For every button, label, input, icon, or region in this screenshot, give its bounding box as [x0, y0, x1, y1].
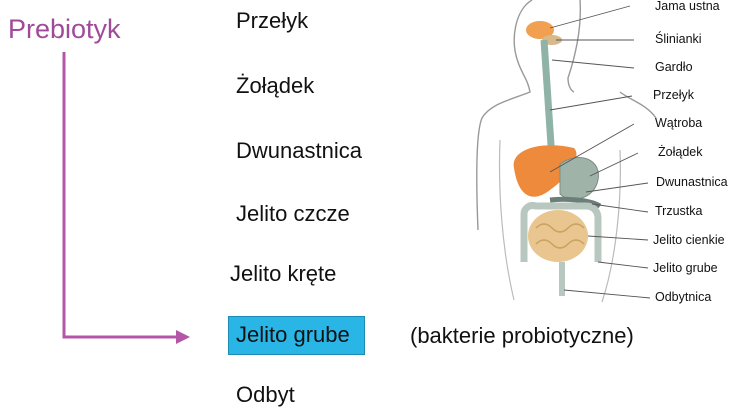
anatomy-label-watroba: Wątroba: [655, 116, 702, 130]
stage-dwunastnica: Dwunastnica: [236, 138, 362, 164]
anatomy-label-jelito-cienkie: Jelito cienkie: [653, 233, 725, 247]
anatomy-label-zoladek: Żołądek: [658, 145, 702, 159]
stage-przelyk: Przełyk: [236, 8, 308, 34]
probiotic-bacteria-note: (bakterie probiotyczne): [410, 323, 634, 349]
anatomy-label-trzustka: Trzustka: [655, 204, 702, 218]
anatomy-label-gardlo: Gardło: [655, 60, 693, 74]
stage-zoladek: Żołądek: [236, 73, 314, 99]
stage-jelito-krete: Jelito kręte: [230, 261, 336, 287]
anatomy-label-odbytnica: Odbytnica: [655, 290, 711, 304]
anatomy-label-slinianki: Ślinianki: [655, 32, 702, 46]
anatomy-label-przelyk: Przełyk: [653, 88, 694, 102]
arrow-head-icon: [176, 330, 190, 344]
stage-odbyt: Odbyt: [236, 382, 295, 408]
stage-jelito-czcze: Jelito czcze: [236, 201, 350, 227]
anatomy-label-jama-ustna: Jama ustna: [655, 0, 720, 13]
stage-jelito-grube-highlighted: Jelito grube: [228, 316, 365, 355]
anatomy-label-jelito-grube: Jelito grube: [653, 261, 718, 275]
anatomy-label-dwunastnica: Dwunastnica: [656, 175, 728, 189]
